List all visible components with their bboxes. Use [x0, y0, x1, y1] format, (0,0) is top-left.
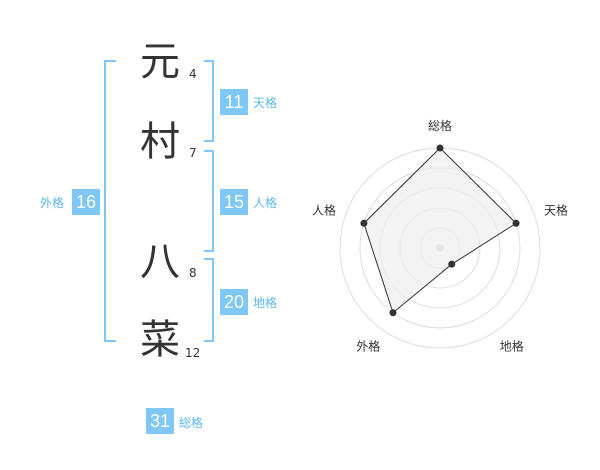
radar-point-0 [436, 144, 444, 152]
radar-axis-label-4: 人格 [312, 202, 336, 217]
name-char-1: 元 [140, 39, 180, 85]
stroke-count-2: 7 [189, 146, 197, 160]
stroke-count-1: 4 [189, 67, 197, 81]
chikaku-label: 地格 [253, 296, 278, 310]
chikaku-bracket [204, 258, 214, 342]
name-char-3: 八 [140, 239, 180, 285]
chikaku-value-box: 20 [220, 289, 248, 315]
radar-point-4 [360, 219, 368, 227]
tenkaku-label: 天格 [253, 96, 278, 110]
stroke-count-4: 12 [185, 346, 201, 360]
gaikaku-label: 外格 [40, 196, 65, 210]
tenkaku-bracket [204, 60, 214, 142]
name-char-4: 菜 [140, 317, 180, 363]
radar-axis-label-2: 地格 [500, 339, 524, 354]
radar-point-1 [512, 219, 520, 227]
radar-point-2 [448, 260, 456, 268]
stroke-count-3: 8 [189, 266, 197, 280]
radar-area [363, 147, 517, 314]
tenkaku-value-box: 11 [220, 89, 248, 115]
radar-axis-label-3: 外格 [356, 339, 380, 354]
soukaku-value-box: 31 [146, 408, 174, 434]
radar-axis-label-1: 天格 [544, 202, 568, 217]
radar-point-3 [389, 309, 397, 317]
jinkaku-label: 人格 [253, 196, 278, 210]
radar-axis-label-0: 総格 [428, 118, 452, 133]
jinkaku-bracket [204, 150, 214, 252]
name-char-2: 村 [140, 119, 180, 165]
jinkaku-value-box: 15 [220, 189, 248, 215]
gaikaku-value-box: 16 [72, 189, 100, 215]
gaikaku-bracket [104, 60, 116, 342]
soukaku-label: 総格 [179, 416, 204, 430]
